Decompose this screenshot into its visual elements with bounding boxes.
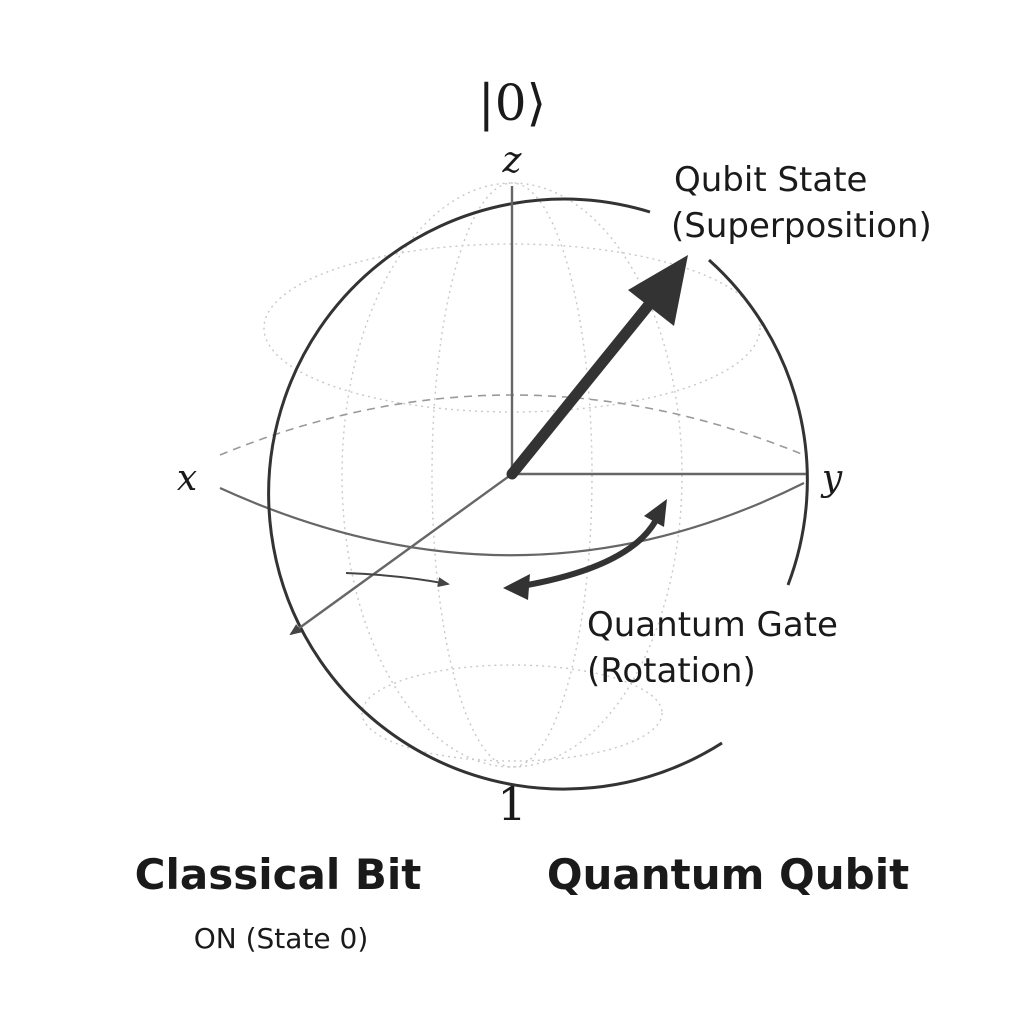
state-vector	[506, 255, 688, 480]
bottom-state-label: 1	[497, 777, 526, 831]
z-axis-label: z	[502, 140, 523, 181]
gate-rotation-arrow	[519, 517, 659, 589]
axes	[289, 186, 806, 636]
rotation-hint-arrow	[345, 572, 450, 588]
y-axis-label: y	[820, 458, 843, 499]
x-axis-label: x	[177, 458, 197, 499]
qubit-state-label: Qubit State	[674, 160, 867, 200]
sphere-outline	[267, 197, 809, 791]
x-axis-line	[289, 473, 513, 636]
lower-latitude-line	[361, 664, 663, 762]
equator-line	[219, 482, 805, 557]
quantum-gate-label: Quantum Gate	[587, 605, 838, 645]
sphere-center-dot	[507, 469, 517, 479]
gate-arrow-head-end	[644, 499, 667, 527]
classical-bit-caption: Classical Bit	[135, 850, 422, 899]
superposition-label: (Superposition)	[671, 206, 932, 246]
rotation-label: (Rotation)	[587, 651, 756, 691]
classical-bit-state: ON (State 0)	[194, 922, 369, 955]
quantum-qubit-caption: Quantum Qubit	[547, 850, 909, 899]
gate-arrow-head-start	[503, 574, 530, 600]
ket-zero-label: |0⟩	[478, 74, 546, 132]
